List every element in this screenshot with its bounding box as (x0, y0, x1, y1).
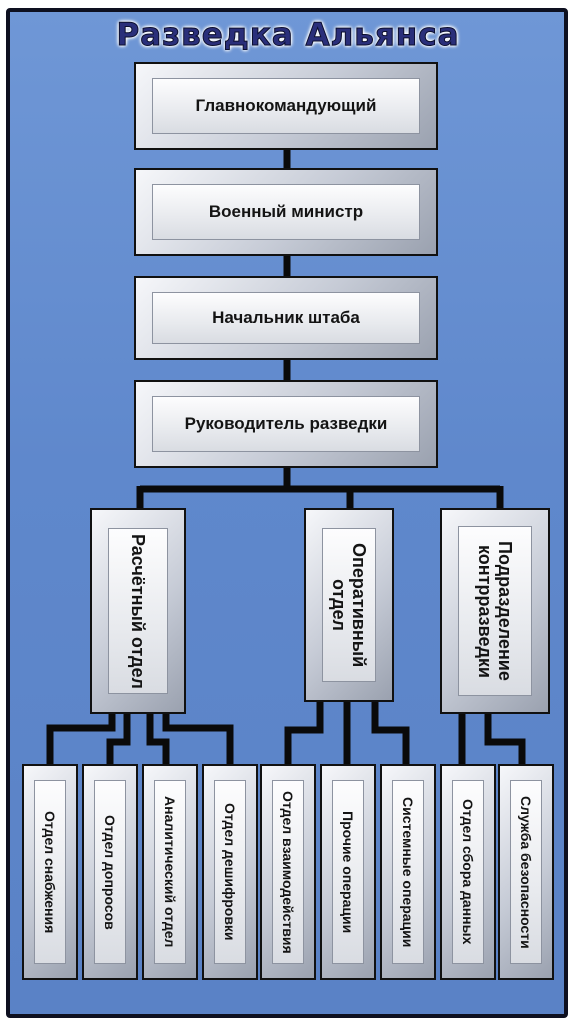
connector-d1-u1 (46, 712, 116, 768)
connector-d2-u3 (371, 700, 410, 768)
box-label: Прочие операции (340, 810, 356, 934)
box-label: Отдел дешифровки (222, 803, 238, 941)
box-unit-other-operations: Прочие операции (320, 764, 376, 980)
box-label: Расчётный отдел (128, 533, 148, 689)
connector-d1-u3 (146, 712, 170, 768)
box-unit-liaison: Отдел взаимодействия (260, 764, 316, 980)
box-label: Главнокомандующий (195, 96, 377, 115)
box-label: Системные операции (400, 796, 416, 948)
box-chief-of-staff: Начальник штаба (134, 276, 438, 360)
box-unit-interrogation: Отдел допросов (82, 764, 138, 980)
connector-d1-u4 (162, 712, 234, 768)
box-label: Начальник штаба (212, 308, 360, 327)
box-label: Аналитический отдел (162, 796, 178, 948)
connector-d3-u2 (484, 712, 526, 768)
box-department-counterintelligence: Подразделение контрразведки (440, 508, 550, 714)
diagram-title: Разведка Альянса (116, 17, 460, 54)
connector-d1-u2 (106, 712, 131, 768)
box-label: Отдел снабжения (42, 810, 58, 934)
box-war-minister: Военный министр (134, 168, 438, 256)
box-unit-decryption: Отдел дешифровки (202, 764, 258, 980)
box-department-operations: Оперативный отдел (304, 508, 394, 702)
box-department-accounting: Расчётный отдел (90, 508, 186, 714)
box-unit-data-collection: Отдел сбора данных (440, 764, 496, 980)
box-label: Служба безопасности (518, 795, 534, 949)
box-label: Отдел взаимодействия (280, 790, 296, 954)
box-unit-system-operations: Системные операции (380, 764, 436, 980)
box-head-of-intelligence: Руководитель разведки (134, 380, 438, 468)
box-unit-security-service: Служба безопасности (498, 764, 554, 980)
box-label: Руководитель разведки (184, 414, 388, 433)
box-unit-analytics: Аналитический отдел (142, 764, 198, 980)
box-unit-supply: Отдел снабжения (22, 764, 78, 980)
box-label: Подразделение контрразведки (475, 541, 515, 681)
box-label: Отдел допросов (102, 814, 118, 930)
box-label: Военный министр (208, 202, 364, 221)
box-label: Оперативный отдел (329, 542, 369, 668)
box-commander-in-chief: Главнокомандующий (134, 62, 438, 150)
box-label: Отдел сбора данных (460, 799, 476, 945)
connector-d2-u1 (284, 700, 324, 768)
